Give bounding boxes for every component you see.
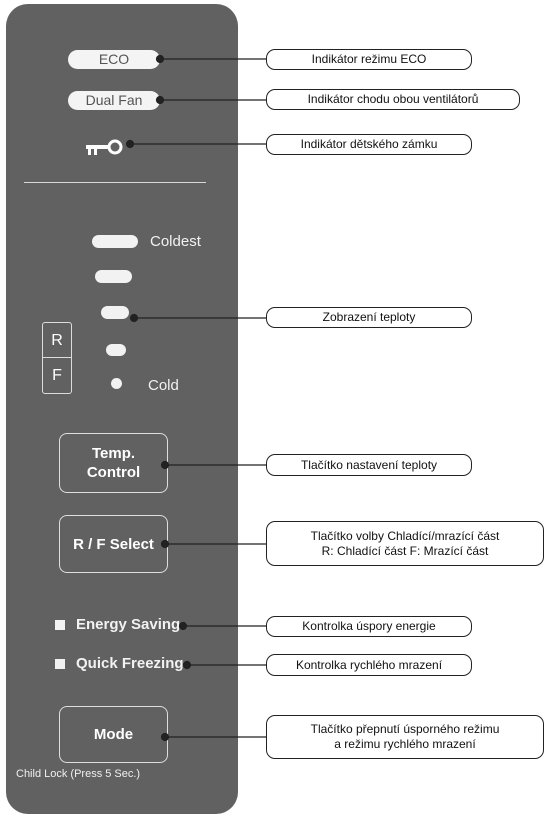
temp-level-bar-2: [95, 270, 132, 283]
r-indicator: R: [43, 323, 71, 358]
quick-freezing-label: Quick Freezing: [76, 655, 184, 672]
energy-saving-led: [55, 620, 65, 630]
callout-child-lock: Indikátor dětského zámku: [266, 134, 472, 155]
dual-fan-indicator: Dual Fan: [68, 91, 160, 110]
temp-level-bar-5: [111, 378, 122, 389]
temp-level-bar-3: [101, 306, 129, 319]
callout-mode-line2: a režimu rychlého mrazení: [334, 737, 476, 751]
temp-level-bar-4: [106, 344, 126, 356]
energy-saving-label: Energy Saving: [76, 616, 181, 633]
f-indicator: F: [52, 367, 62, 384]
temp-level-bar-1: [92, 235, 138, 248]
callout-rf-select-line1: Tlačítko volby Chladící/mrazící část: [310, 528, 500, 543]
cold-label: Cold: [148, 377, 179, 394]
key-icon: [86, 139, 123, 155]
callout-mode: Tlačítko přepnutí úsporného režimu a rež…: [266, 715, 544, 759]
callout-temperature: Zobrazení teploty: [266, 307, 472, 328]
control-panel: [6, 4, 238, 814]
callout-energy-saving: Kontrolka úspory energie: [266, 616, 472, 637]
callout-dual-fan: Indikátor chodu obou ventilátorů: [266, 89, 520, 110]
child-lock-hint: Child Lock (Press 5 Sec.): [16, 768, 141, 780]
callout-quick-freezing: Kontrolka rychlého mrazení: [266, 654, 472, 676]
divider: [24, 182, 206, 183]
temp-control-line2: Control: [86, 464, 141, 481]
callout-temp-control: Tlačítko nastavení teploty: [266, 454, 472, 476]
temp-control-line1: Temp.: [91, 445, 136, 462]
callout-rf-select-line2: R: Chladící část F: Mrazící část: [321, 543, 489, 558]
temp-control-button[interactable]: Temp. Control: [59, 433, 168, 493]
quick-freezing-led: [55, 659, 65, 669]
callout-mode-line1: Tlačítko přepnutí úsporného režimu: [310, 722, 500, 736]
coldest-label: Coldest: [150, 233, 201, 250]
callout-eco: Indikátor režimu ECO: [266, 49, 472, 70]
eco-indicator: ECO: [68, 50, 160, 69]
callout-rf-select: Tlačítko volby Chladící/mrazící část R: …: [266, 521, 544, 566]
rf-indicator: R F: [42, 322, 72, 394]
